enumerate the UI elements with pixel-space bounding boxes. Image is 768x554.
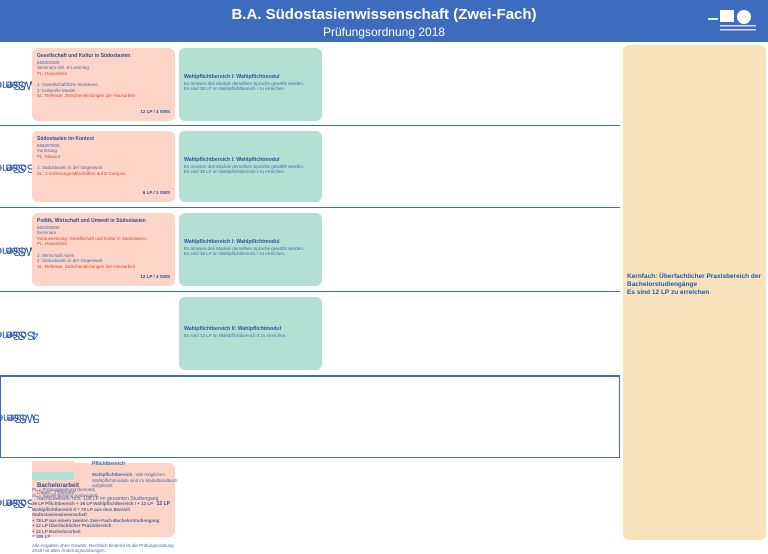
semester-label: 4. SemesterSoSe — [0, 328, 39, 340]
semester-row-5: 5. SemesterWiSe — [0, 376, 620, 458]
page-title: B.A. Südostasienwissenschaft (Zwei-Fach) — [231, 6, 537, 23]
legend-text: PL = Prüfungsleistung (benotet)SL = Stud… — [32, 487, 174, 553]
legend-wahl: Wahlpflichtbereich - alle möglichen Wahl… — [92, 472, 178, 488]
university-logo-icon — [708, 10, 756, 31]
semester-row-4: 4. SemesterSoSe — [0, 292, 620, 376]
kernfach-card[interactable]: Kernfach: Überfachlicher Praxisbereich d… — [623, 45, 766, 540]
legend-swatch-wahl — [32, 472, 74, 480]
module-card[interactable]: Gesellschaft und Kultur in Südostasien 5… — [32, 48, 175, 121]
module-card[interactable]: Politik, Wirtschaft und Umwelt in Südost… — [32, 213, 175, 286]
header: B.A. Südostasienwissenschaft (Zwei-Fach)… — [0, 0, 768, 42]
semester-row-2: 2. SemesterSoSe — [0, 126, 620, 208]
semester-label: 1. SemesterWiSe — [0, 78, 39, 91]
legend-swatch-pflicht — [32, 461, 74, 469]
page-subtitle: Prüfungsordnung 2018 — [322, 25, 446, 39]
semester-label: 5. SemesterWiSe — [0, 411, 40, 424]
semester-row-3: 3. SemesterWiSe — [0, 208, 620, 292]
semester-label: 3. SemesterWiSe — [0, 244, 39, 256]
semester-label: 6. SemesterSoSe — [0, 496, 39, 508]
semester-row-1: 1. SemesterWiSe — [0, 43, 620, 126]
legend-pflicht: Pflichtbereich — [92, 461, 126, 467]
semester-label: 2. SemesterSoSe — [0, 161, 39, 173]
